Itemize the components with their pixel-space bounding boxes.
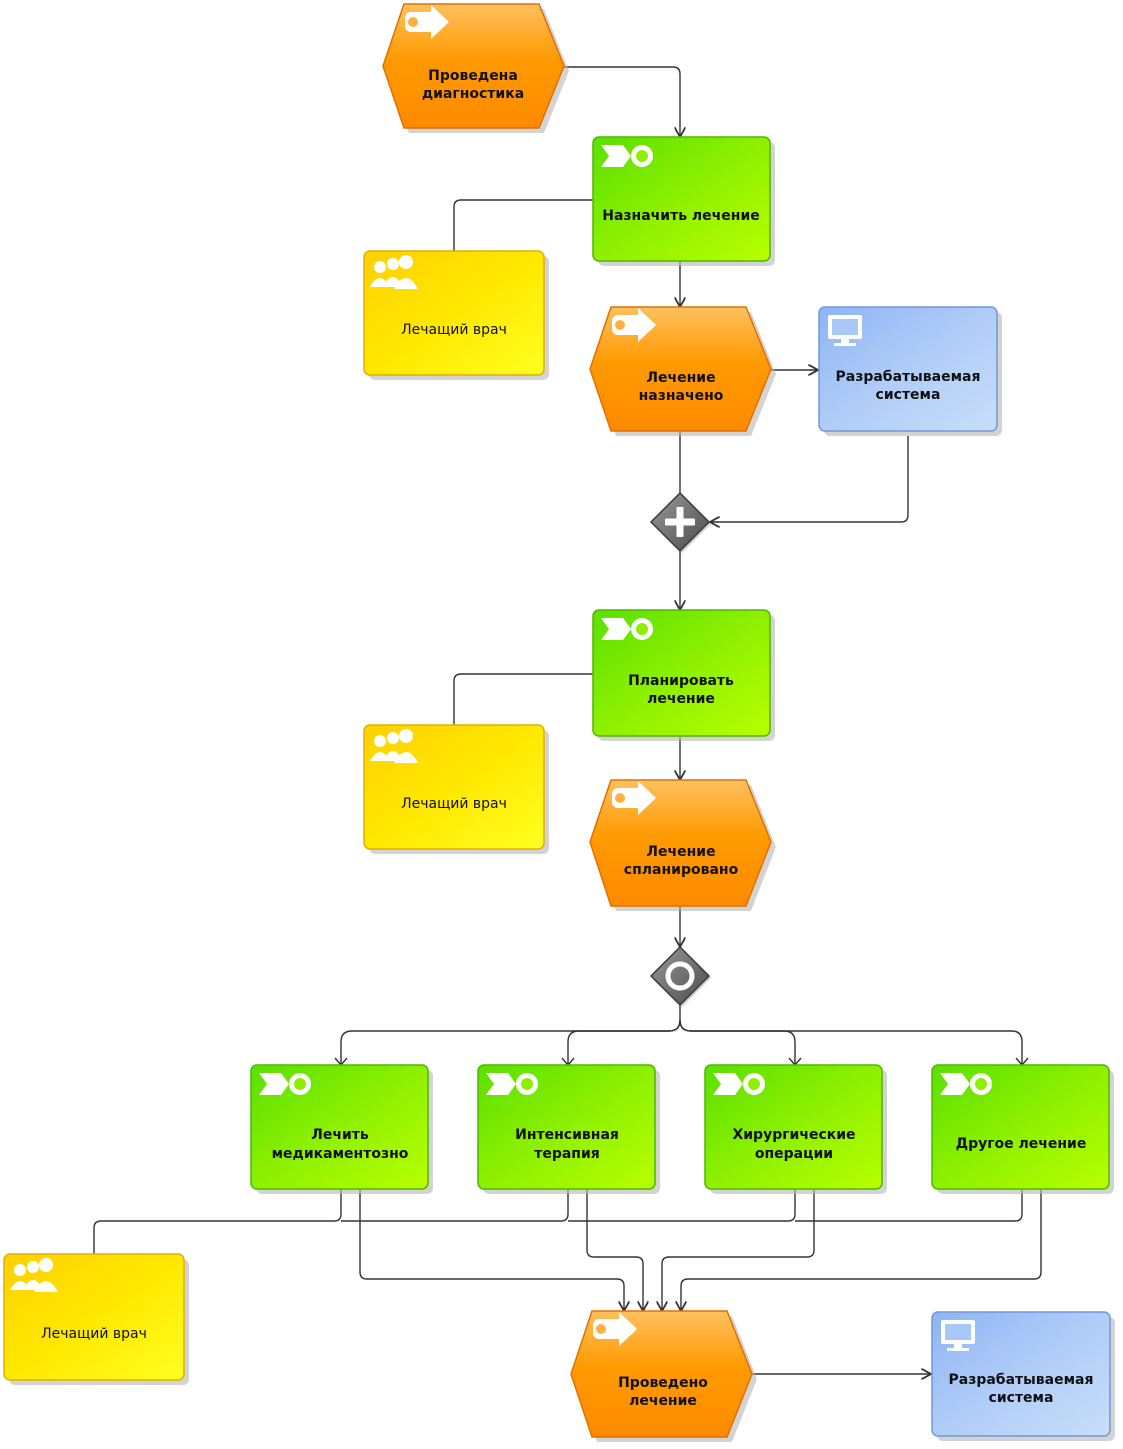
event-arrow-dot: [615, 793, 625, 803]
event-label-line2: спланировано: [624, 862, 739, 878]
connector-s1-g1: [710, 436, 909, 522]
connector-f6-e4: [681, 1190, 1042, 1311]
event-e4[interactable]: Проведено лечение: [570, 1310, 757, 1442]
connector-f5-r3: [568, 1190, 796, 1222]
connector-f5-e4: [662, 1190, 815, 1311]
arrowheads-split: [334, 1057, 1029, 1067]
monitor-icon: [828, 315, 862, 346]
connector-f4-r3: [341, 1190, 569, 1222]
event-arrow-icon: [405, 5, 449, 39]
system-s1[interactable]: Разрабатываемая система: [818, 306, 1002, 436]
connector-e1-f1: [560, 66, 680, 137]
function-gear-arrow-icon: [940, 1073, 992, 1095]
monitor-icon: [941, 1320, 975, 1351]
role-r1[interactable]: Лечащий врач: [363, 250, 549, 380]
event-e1[interactable]: Проведена диагностика: [382, 3, 569, 133]
function-f3[interactable]: Лечить медикаментозно: [250, 1064, 433, 1194]
event-e2[interactable]: Лечение назначено: [589, 306, 776, 436]
connector-f6-r3: [795, 1190, 1023, 1222]
function-label-line1: Хирургические: [732, 1127, 855, 1143]
event-label-line2: назначено: [639, 388, 724, 404]
function-label-line2: операции: [755, 1146, 833, 1162]
circle-icon: [665, 961, 695, 991]
connector-f2-r2: [453, 673, 593, 726]
function-label-line2: медикаментозно: [272, 1146, 409, 1162]
function-label-line2: терапия: [534, 1146, 600, 1162]
role-label: Лечащий врач: [401, 796, 507, 812]
plus-icon: [665, 507, 695, 537]
event-label-line2: диагностика: [422, 86, 524, 102]
function-label-line1: Планировать: [628, 673, 734, 689]
function-label-line1: Лечить: [311, 1127, 369, 1143]
connector-functions-r3: [93, 1190, 342, 1255]
connector-f1-r1: [453, 199, 593, 252]
function-label: Другое лечение: [956, 1136, 1087, 1152]
function-gear-arrow-icon: [259, 1073, 311, 1095]
event-label-line1: Проведена: [428, 68, 518, 84]
connector-g2-split: [340, 1005, 681, 1064]
connectors: [93, 66, 1042, 1374]
event-label-line1: Лечение: [646, 370, 715, 386]
system-s2[interactable]: Разрабатываемая система: [931, 1311, 1115, 1441]
event-label-line2: лечение: [629, 1393, 697, 1409]
connector-g2-f4: [567, 1019, 681, 1064]
role-r3[interactable]: Лечащий врач: [3, 1253, 189, 1385]
role-r2[interactable]: Лечащий врач: [363, 724, 549, 854]
gateway-and[interactable]: [649, 491, 711, 553]
system-label-line2: система: [876, 387, 941, 403]
event-label-line1: Лечение: [646, 844, 715, 860]
function-f2[interactable]: Планировать лечение: [592, 609, 775, 741]
role-label: Лечащий врач: [41, 1326, 147, 1342]
event-arrow-icon: [612, 308, 656, 342]
people-icon: [370, 255, 418, 289]
function-f5[interactable]: Хирургические операции: [704, 1064, 887, 1194]
gateway-or[interactable]: [649, 945, 711, 1007]
function-label: Назначить лечение: [602, 208, 760, 224]
function-label-line1: Интенсивная: [515, 1127, 619, 1143]
role-label: Лечащий врач: [401, 322, 507, 338]
event-arrow-icon: [593, 1312, 637, 1346]
event-arrow-dot: [596, 1324, 606, 1334]
event-label-line1: Проведено: [618, 1375, 708, 1391]
function-gear-arrow-icon: [486, 1073, 538, 1095]
people-icon: [10, 1258, 58, 1292]
system-label-line1: Разрабатываемая: [949, 1372, 1094, 1388]
function-f1[interactable]: Назначить лечение: [592, 136, 775, 266]
system-label-line1: Разрабатываемая: [836, 369, 981, 385]
connector-g2-f5: [679, 1019, 796, 1064]
function-gear-arrow-icon: [601, 145, 653, 167]
event-arrow-dot: [408, 17, 418, 27]
connector-g2-f6: [679, 1019, 1023, 1064]
function-gear-arrow-icon: [713, 1073, 765, 1095]
function-f6[interactable]: Другое лечение: [931, 1064, 1114, 1194]
people-icon: [370, 729, 418, 763]
event-arrow-dot: [615, 320, 625, 330]
function-gear-arrow-icon: [601, 618, 653, 640]
system-label-line2: система: [989, 1390, 1054, 1406]
function-label-line2: лечение: [647, 691, 715, 707]
connector-f3-e4: [359, 1190, 624, 1311]
event-arrow-icon: [612, 781, 656, 815]
connector-f4-e4: [586, 1190, 643, 1311]
function-f4[interactable]: Интенсивная терапия: [477, 1064, 660, 1194]
event-e3[interactable]: Лечение спланировано: [589, 779, 776, 911]
